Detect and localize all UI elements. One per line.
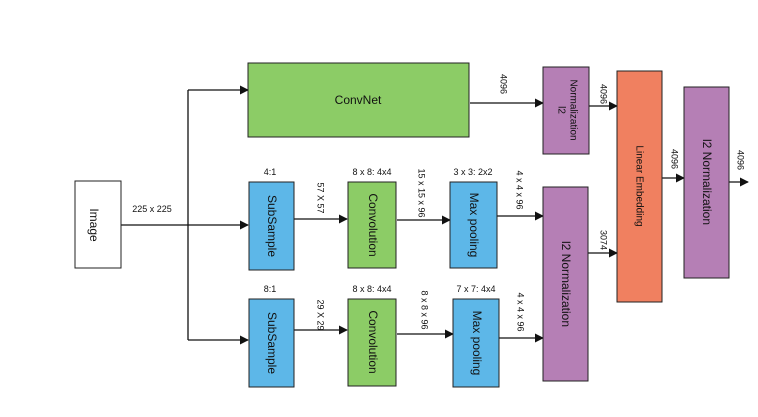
- node-subsample-bottom-box: [248, 298, 295, 388]
- node-linear-embedding: Linear Embedding: [616, 70, 663, 303]
- label-conv-bottom-param: 8 x 8: 4x4: [352, 284, 391, 294]
- node-l2norm-top: l2 Normalization: [542, 66, 590, 155]
- node-linear-embedding-label: Linear Embedding: [633, 145, 644, 226]
- node-conv-bottom-label: Convolution: [366, 310, 380, 373]
- node-subsample-bottom: SubSample: [248, 298, 295, 388]
- label-ratio-top: 4:1: [264, 167, 277, 177]
- node-l2norm-final-box: [683, 86, 730, 279]
- node-subsample-top-box: [248, 181, 295, 271]
- node-l2norm-mid: l2 Normalization: [542, 186, 589, 382]
- label-conv-top-param: 8 x 8: 4x4: [352, 167, 391, 177]
- label-pool-top-param: 3 x 3: 2x2: [453, 167, 492, 177]
- label-final-out: 4096: [736, 150, 746, 170]
- node-l2norm-final-label: l2 Normalization: [700, 139, 714, 225]
- label-convnet-out: 4096: [499, 74, 509, 94]
- node-conv-top-box: [347, 181, 397, 269]
- node-convnet: ConvNet: [247, 62, 470, 138]
- node-conv-bottom-box: [347, 298, 397, 387]
- node-convnet-label: ConvNet: [335, 93, 382, 107]
- label-sub-top-out: 57 X 57: [316, 182, 326, 213]
- node-maxpool-top-label: Max pooling: [467, 193, 481, 258]
- node-maxpool-bottom-label: Max pooling: [470, 311, 484, 376]
- node-l2norm-mid-label: l2 Normalization: [559, 241, 573, 327]
- edge-labels: 225 x 225 4096 4096 4:1 8:1 57 X 57 29 X…: [132, 74, 745, 332]
- node-subsample-top-label: SubSample: [265, 195, 279, 257]
- node-maxpool-bottom: Max pooling: [452, 298, 500, 388]
- node-l2norm-mid-box: [542, 186, 589, 382]
- node-conv-top: Convolution: [347, 181, 397, 269]
- label-pool-bottom-param: 7 x 7: 4x4: [456, 284, 495, 294]
- node-conv-top-label: Convolution: [366, 193, 380, 256]
- node-image: Image: [74, 180, 122, 269]
- label-l2-top-out: 4096: [599, 84, 609, 104]
- node-image-box: [74, 180, 122, 269]
- nodes: Image ConvNet SubSample SubSample Convol…: [74, 62, 730, 388]
- node-l2norm-top-label-line2: Normalization: [567, 79, 578, 140]
- label-conv-top-out: 15 x 15 x 96: [417, 168, 427, 217]
- node-l2norm-top-label-line1: l2: [555, 106, 566, 114]
- label-sub-bottom-out: 29 X 29: [316, 299, 326, 330]
- label-l2-mid-out: 3074: [599, 230, 609, 250]
- node-subsample-top: SubSample: [248, 181, 295, 271]
- label-image-size: 225 x 225: [132, 204, 172, 214]
- label-conv-bottom-out: 8 x 8 x 96: [420, 290, 430, 329]
- node-conv-bottom: Convolution: [347, 298, 397, 387]
- label-ratio-bottom: 8:1: [264, 284, 277, 294]
- node-convnet-box: [247, 62, 470, 138]
- node-maxpool-bottom-box: [452, 298, 500, 388]
- edges: [121, 85, 749, 345]
- label-embed-out: 4096: [670, 149, 680, 169]
- node-l2norm-top-box: [542, 66, 590, 155]
- node-image-label: Image: [87, 208, 101, 242]
- label-pool-top-out: 4 x 4 x 96: [515, 170, 525, 209]
- node-l2norm-final: l2 Normalization: [683, 86, 730, 279]
- node-maxpool-top: Max pooling: [449, 181, 498, 269]
- node-linear-embedding-box: [616, 70, 663, 303]
- node-maxpool-top-box: [449, 181, 498, 269]
- node-subsample-bottom-label: SubSample: [265, 312, 279, 374]
- label-pool-bottom-out: 4 x 4 x 96: [516, 292, 526, 331]
